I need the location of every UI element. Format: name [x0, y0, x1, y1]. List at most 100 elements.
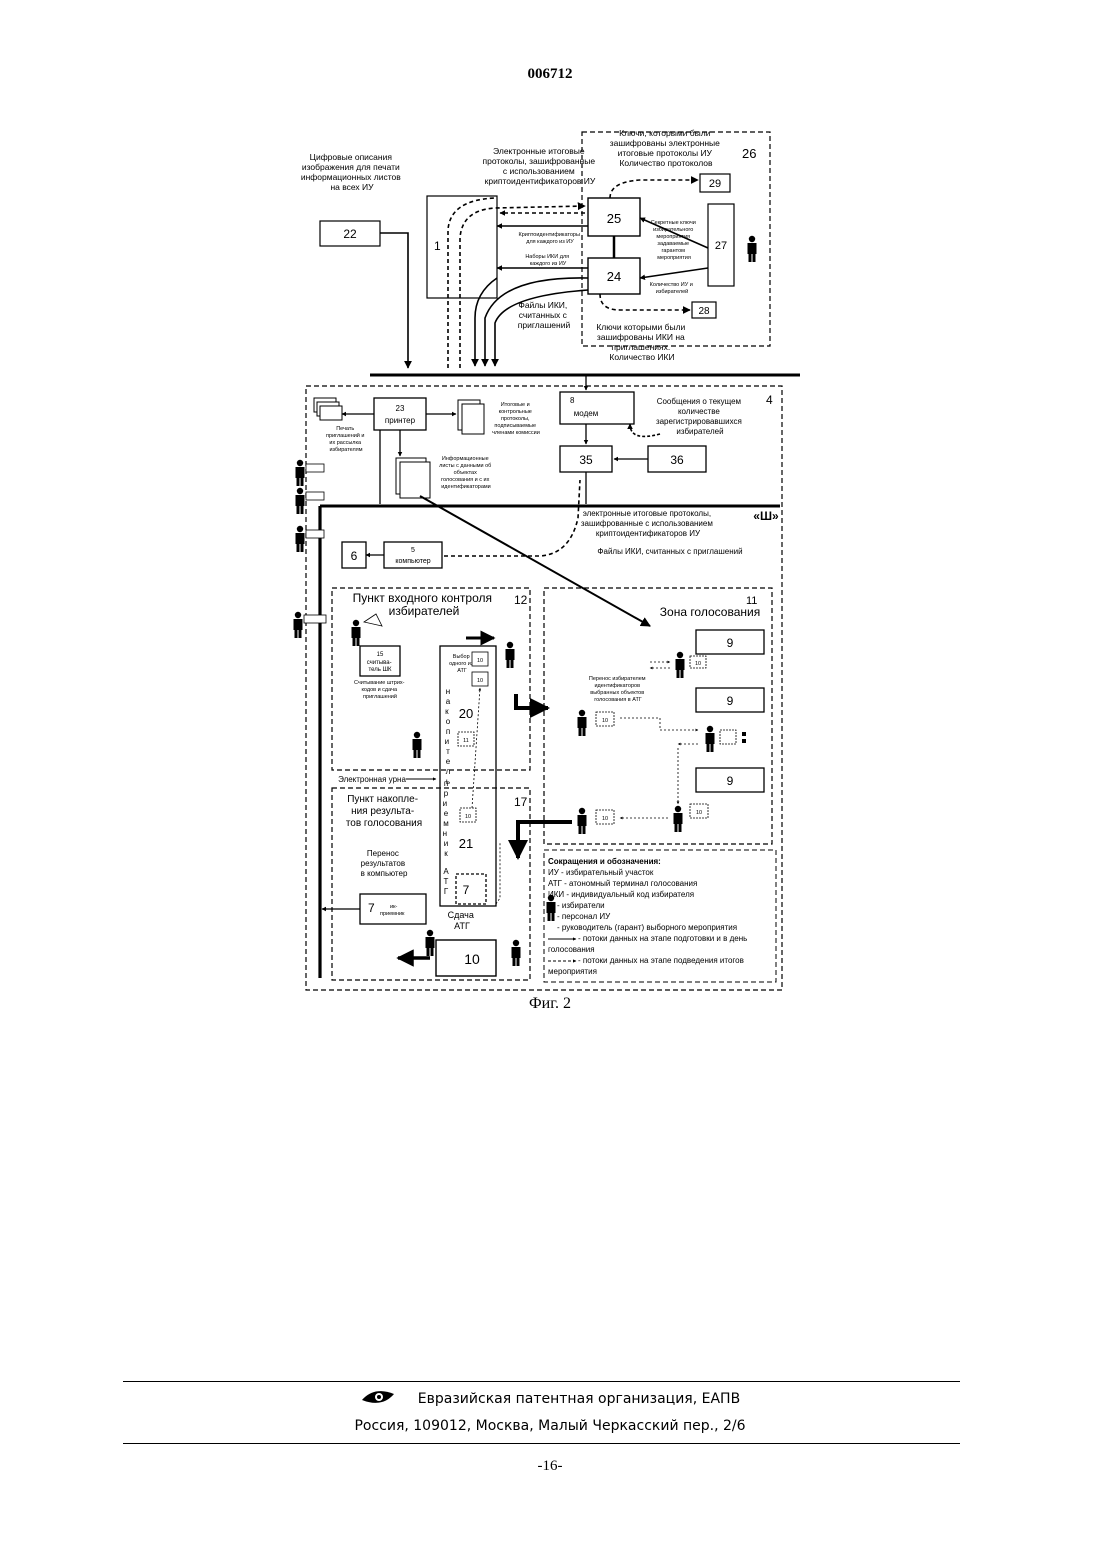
- staff-at-entry-icon: [413, 732, 422, 758]
- atg-column: 10 10 нак опи тель 20 11 при емн ик АТГ …: [440, 646, 496, 906]
- messages-count-label: Сообщения о текущем количестве зарегистр…: [656, 397, 744, 436]
- block-5-number: 5: [411, 547, 415, 554]
- iki-sets-label: Наборы ИКИ для каждого из ИУ: [525, 254, 570, 267]
- submit-atg-label: Сдача АТГ: [448, 910, 477, 931]
- select-atg-label: Выбор одного из АТГ: [449, 654, 475, 674]
- legend-dashed-flow: - потоки данных на этапе подведения итог…: [578, 956, 744, 965]
- bus-protocols-label: электронные итоговые протоколы, зашифров…: [581, 509, 715, 538]
- booth-9a-number: 9: [727, 636, 734, 650]
- block-25-number: 25: [607, 211, 621, 226]
- block-8-number: 8: [570, 396, 575, 405]
- transfer-results-label: Перенос результатов в компьютер: [361, 849, 408, 878]
- block-29-number: 29: [709, 178, 721, 190]
- legend-voter: - избиратели: [557, 901, 605, 910]
- computer-dashed-flow: [444, 480, 580, 556]
- footer-divider-top: [123, 1381, 960, 1382]
- atg-10d-number: 10: [695, 661, 701, 667]
- block-24-number: 24: [607, 269, 621, 284]
- block-36-number: 36: [670, 453, 684, 467]
- bus-iki-label: Файлы ИКИ, считанных с приглашений: [597, 547, 742, 556]
- crypto-each-label: Криптоидентификаторы для каждого из ИУ: [519, 232, 582, 245]
- legend-dashed-flow-cont: мероприятия: [548, 967, 597, 976]
- block-23-printer: [374, 398, 426, 430]
- receiver-label: при емн ик: [443, 779, 450, 858]
- block-1-number: 1: [434, 239, 441, 253]
- block-27-number: 27: [715, 240, 727, 252]
- reader-label: считыва- тель ШК: [367, 660, 394, 673]
- transfer-ids-label: Перенос избирателем идентификаторов выбр…: [589, 676, 647, 703]
- info-sheets-label: Информационные листы с данными об объект…: [439, 456, 493, 490]
- patent-figure-2: Цифровые описания изображения для печати…: [280, 118, 800, 998]
- top-section: Цифровые описания изображения для печати…: [301, 128, 770, 368]
- voter-booth-b-icon: [706, 726, 715, 752]
- bus-sh-label: «Ш»: [753, 509, 779, 523]
- results-point: Пункт накопле- ния результа- тов голосов…: [322, 788, 530, 980]
- computer-label: компьютер: [395, 558, 430, 565]
- atg-slot-10b-number: 10: [477, 678, 483, 684]
- keys-iki-label: Ключи которыми были зашифрованы ИКИ на п…: [596, 322, 687, 362]
- legend-guarantor: - руководитель (гарант) выборного меропр…: [557, 923, 737, 932]
- atg-slot-10c-number: 10: [465, 814, 471, 820]
- booth-9c-number: 9: [727, 774, 734, 788]
- electronic-urn-label: Электронная урна: [338, 775, 406, 784]
- digital-descriptions-label: Цифровые описания изображения для печати…: [301, 152, 403, 192]
- page-number: -16-: [0, 1458, 1100, 1475]
- atg-10f-number: 10: [696, 810, 702, 816]
- voter-queue-icon: [506, 642, 515, 668]
- voter-at-entry-icon: [352, 620, 361, 646]
- to-voting-zone-arrow: [516, 694, 548, 708]
- document-number: 006712: [0, 66, 1100, 83]
- legend: Сокращения и обозначения: ИУ - избирател…: [544, 850, 776, 982]
- booth-9b-number: 9: [727, 694, 734, 708]
- voter-leaving-icon: [578, 808, 587, 834]
- block-11-outline: [544, 588, 772, 844]
- footer-divider-bottom: [123, 1443, 960, 1444]
- print-invitations-label: Печать приглашений и их рассылка избират…: [326, 426, 366, 453]
- accumulator-label: нак опи тель: [445, 687, 452, 786]
- iki-files-label: Файлы ИКИ, считанных с приглашений: [518, 300, 571, 330]
- final-protocols-label: Итоговые и контрольные протоколы, подпис…: [492, 402, 540, 436]
- footer-address: Россия, 109012, Москва, Малый Черкасский…: [0, 1418, 1100, 1434]
- atg-10e-number: 10: [602, 718, 608, 724]
- entry-control-point: Пункт входного контроля избирателей 12 1…: [332, 588, 530, 770]
- voter-booth-c-icon: [674, 806, 683, 832]
- system-diagram: Цифровые описания изображения для печати…: [280, 118, 800, 998]
- info-sheets-stack: [396, 458, 430, 498]
- voting-zone-title: Зона голосования: [660, 605, 760, 619]
- invitation-card-icon: [364, 614, 382, 626]
- invitation-stack: [314, 398, 342, 420]
- electronic-protocols-label: Электронные итоговые протоколы, зашифров…: [483, 146, 598, 186]
- staff-at-results-icon: [426, 930, 435, 956]
- entry-control-title: Пункт входного контроля избирателей: [353, 591, 496, 618]
- block-28-number: 28: [698, 306, 710, 317]
- modem-label: модем: [574, 409, 598, 418]
- voting-zone: 11 Зона голосования 9 9 9 10 Перенос изб…: [544, 588, 772, 844]
- atg-10f: [720, 730, 736, 744]
- atg-10g-number: 10: [602, 816, 608, 822]
- atg-slot-10a-number: 10: [477, 658, 483, 664]
- keys-protocols-label: Ключи, которыми были зашифрованы электро…: [610, 128, 723, 168]
- count-iu-label: Количество ИУ и избирателей: [650, 282, 695, 295]
- reading-barcodes-label: Считывание штрих- кодов и сдача приглаше…: [354, 680, 406, 700]
- block-10-number: 10: [464, 951, 480, 967]
- legend-title: Сокращения и обозначения:: [548, 857, 661, 866]
- guarantor-icon: [748, 236, 757, 262]
- block-21-number: 21: [459, 836, 473, 851]
- organization-name: Евразийская патентная организация, ЕАПВ: [418, 1391, 740, 1407]
- eapo-eye-logo-icon: [360, 1388, 396, 1410]
- legend-atg: АТГ - атономный терминал голосования: [548, 879, 697, 888]
- block-7b-number: 7: [463, 883, 470, 897]
- label-4: 4: [766, 393, 773, 407]
- label-17: 17: [514, 795, 528, 809]
- voter-submit-icon: [512, 940, 521, 966]
- from-voting-zone-arrow: [518, 822, 572, 858]
- label-26: 26: [742, 146, 756, 161]
- legend-solid-flow-cont: голосования: [548, 945, 595, 954]
- printer-label: принтер: [385, 416, 416, 425]
- legend-iki: ИКИ - индивидуальный код избирателя: [548, 890, 694, 899]
- protocol-stack: [458, 400, 484, 434]
- label-12: 12: [514, 593, 528, 607]
- voter-booth-a-icon: [676, 652, 685, 678]
- legend-staff: - персонал ИУ: [557, 912, 611, 921]
- block-7-number: 7: [368, 901, 375, 915]
